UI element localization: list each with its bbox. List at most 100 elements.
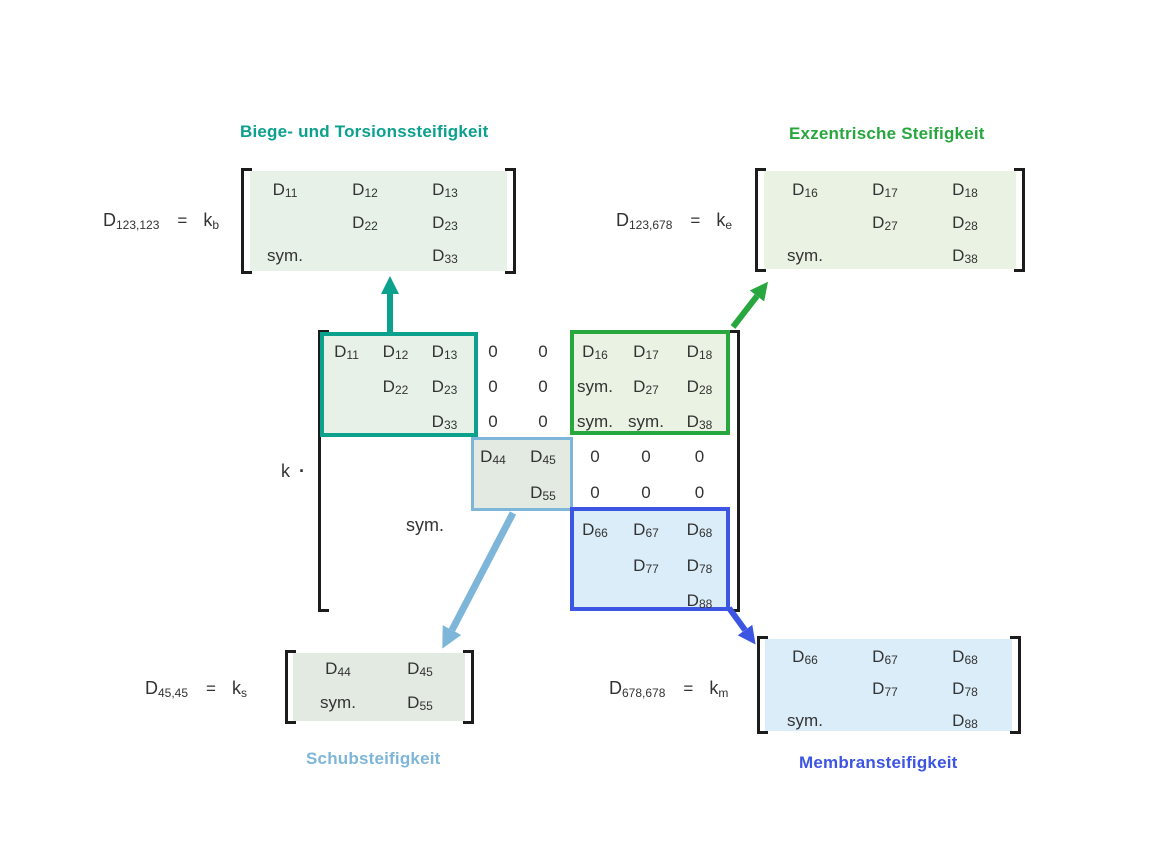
matrix-cell: sym. [577, 411, 613, 431]
matrix-cell: 0 [538, 376, 548, 396]
eccentric-arrow [730, 281, 769, 329]
matrix-cell: 0 [590, 482, 600, 502]
matrix-symbol: D [103, 210, 116, 230]
matrix-cell: sym. [577, 376, 613, 396]
matrix-cell: sym. [320, 693, 356, 712]
matrix-cell: sym. [787, 245, 823, 265]
matrix-cell [569, 548, 621, 583]
bending-title: Biege- und Torsionssteifigkeit [240, 122, 489, 141]
matrix-cell: 0 [641, 482, 651, 502]
matrix-cell: 0 [488, 411, 498, 431]
left-bracket [285, 650, 296, 724]
matrix-cell [845, 705, 925, 737]
matrix-cell [517, 583, 569, 618]
matrix-cell: 0 [694, 446, 705, 466]
matrix-cell [322, 548, 371, 583]
bending-block-highlight [320, 332, 478, 437]
matrix-cell [469, 548, 517, 583]
right-bracket [1010, 636, 1021, 734]
eccentric-matrix-fill [764, 171, 1016, 269]
matrix-cell [371, 583, 420, 618]
membrane-title: Membransteifigkeit [799, 753, 958, 772]
matrix-cell [765, 673, 845, 705]
matrix-symbol: D [609, 678, 622, 698]
matrix-cell [469, 511, 517, 548]
factor-symbol: k [716, 210, 726, 230]
matrix-cell [420, 548, 469, 583]
matrix-cell [371, 404, 420, 439]
eccentric-title: Exzentrische Steifigkeit [789, 124, 985, 143]
matrix-cell [371, 548, 420, 583]
left-bracket [755, 168, 766, 272]
membrane-matrix-fill [765, 639, 1012, 731]
matrix-cell [469, 474, 517, 511]
matrix-cell [325, 239, 405, 272]
matrix-cell: 0 [488, 341, 498, 361]
central-right-bracket [729, 330, 740, 612]
matrix-cell [322, 511, 371, 548]
matrix-cell [765, 206, 845, 239]
membrane-block-highlight [570, 507, 730, 611]
shear-title: Schubsteifigkeit [306, 749, 441, 768]
matrix-cell [371, 474, 420, 511]
factor-symbol: k [709, 678, 719, 698]
matrix-cell [245, 206, 325, 239]
matrix-cell: 0 [538, 411, 548, 431]
matrix-symbol: D [616, 210, 629, 230]
matrix-cell [322, 369, 371, 404]
matrix-cell: 0 [641, 446, 651, 466]
factor-symbol: k [203, 210, 213, 230]
matrix-cell [322, 439, 371, 474]
matrix-cell [322, 583, 371, 618]
matrix-cell: sym. [787, 711, 823, 730]
matrix-cell: sym. [628, 411, 664, 431]
left-bracket [757, 636, 768, 734]
eccentric-block-highlight [570, 330, 730, 435]
matrix-cell: 0 [488, 376, 498, 396]
matrix-cell: sym. [267, 245, 303, 265]
matrix-cell [420, 439, 469, 474]
right-bracket [1014, 168, 1025, 272]
central-left-bracket [318, 330, 329, 612]
matrix-cell [621, 583, 671, 618]
